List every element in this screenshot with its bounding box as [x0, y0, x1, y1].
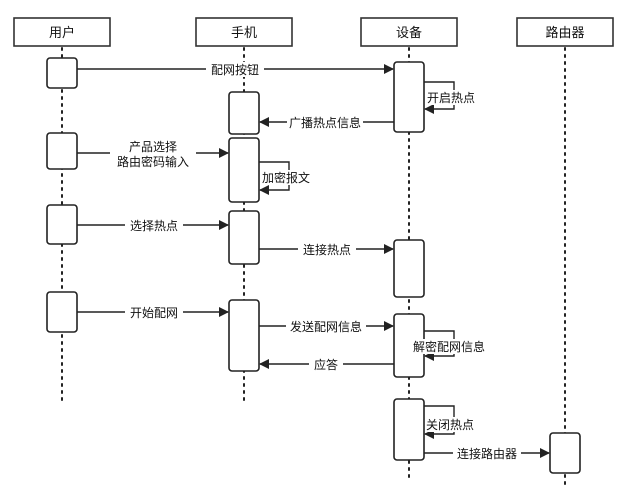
message-send-config: 发送配网信息	[259, 319, 394, 334]
message-select-hotspot-label: 选择热点	[130, 219, 178, 233]
message-select-hotspot: 选择热点	[77, 218, 229, 233]
message-start-config-label: 开始配网	[130, 306, 178, 320]
activation-device-1	[393, 61, 425, 133]
actor-phone-label: 手机	[231, 26, 257, 41]
message-close-hotspot-label: 关闭热点	[426, 418, 474, 432]
message-product-select: 产品选择 路由密码输入	[77, 138, 229, 170]
message-product-select-label-line1: 产品选择	[129, 140, 177, 154]
activation-phone-1	[228, 91, 260, 135]
activation-device-4	[393, 398, 425, 461]
message-decrypt-label: 解密配网信息	[413, 339, 485, 354]
actor-device-label: 设备	[396, 25, 422, 41]
message-start-hotspot-label: 开启热点	[427, 91, 475, 105]
activation-phone-2	[228, 137, 260, 203]
activation-user-4	[46, 291, 78, 333]
activation-router-1	[549, 432, 581, 474]
actor-user-label: 用户	[49, 25, 75, 41]
activation-device-2	[393, 239, 425, 298]
actor-router-label: 路由器	[545, 25, 584, 41]
activation-phone-4	[228, 299, 260, 372]
message-start-hotspot: 开启热点	[424, 81, 480, 114]
actor-phone: 手机	[195, 17, 293, 47]
message-send-config-label: 发送配网信息	[290, 319, 362, 334]
message-product-select-label-line2: 路由密码输入	[117, 154, 189, 169]
actor-router: 路由器	[516, 17, 614, 47]
message-decrypt: 解密配网信息	[412, 330, 494, 361]
message-connect-router-label: 连接路由器	[457, 446, 517, 461]
message-connect-hotspot-label: 连接热点	[303, 242, 351, 257]
actor-user: 用户	[13, 17, 111, 47]
message-config-button: 配网按钮	[77, 62, 394, 77]
message-reply-label: 应答	[314, 357, 338, 372]
message-close-hotspot: 关闭热点	[424, 405, 481, 439]
activation-user-2	[46, 132, 78, 170]
activation-phone-3	[228, 210, 260, 265]
activation-user-1	[46, 57, 78, 89]
message-encrypt: 加密报文	[259, 161, 317, 195]
message-broadcast-hotspot: 广播热点信息	[259, 115, 394, 130]
actor-device: 设备	[360, 17, 458, 47]
activation-user-3	[46, 204, 78, 245]
message-connect-router: 连接路由器	[424, 446, 550, 461]
message-start-config: 开始配网	[77, 305, 229, 320]
message-broadcast-hotspot-label: 广播热点信息	[289, 115, 361, 130]
message-connect-hotspot: 连接热点	[259, 242, 394, 257]
message-reply: 应答	[259, 357, 394, 372]
message-config-button-label: 配网按钮	[211, 62, 259, 77]
message-encrypt-label: 加密报文	[262, 170, 310, 185]
